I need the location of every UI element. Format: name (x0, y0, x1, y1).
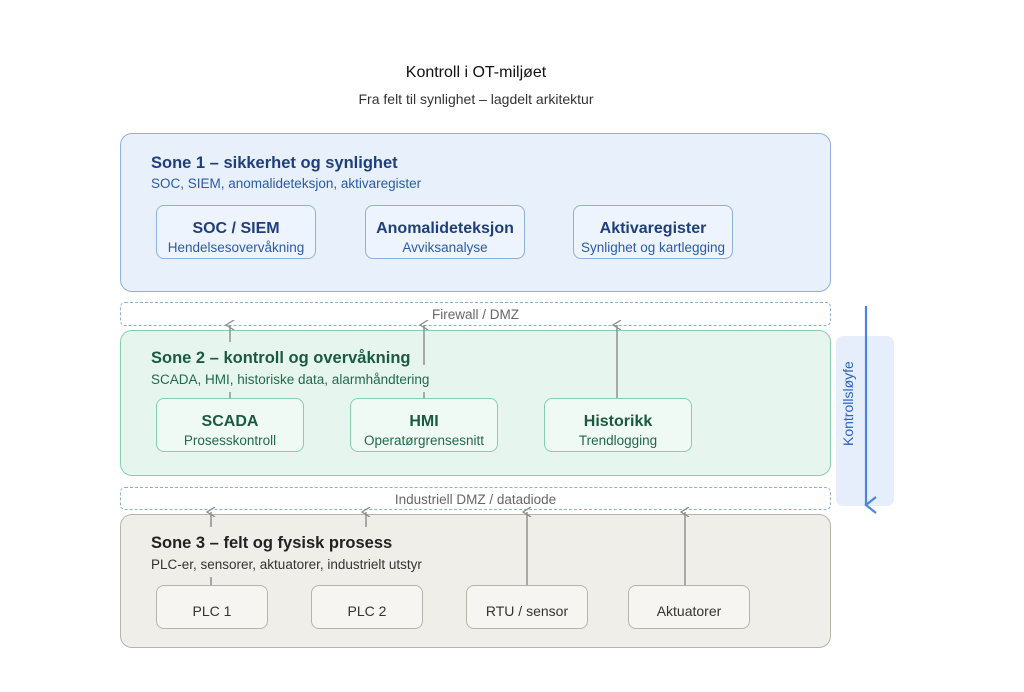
zone-2-title: Sone 2 – kontroll og overvåkning (151, 349, 411, 367)
firewall-dmz-label: Firewall / DMZ (432, 307, 519, 322)
zone-1-description: SOC, SIEM, anomalideteksjon, aktivaregis… (151, 176, 422, 191)
node-title: SCADA (201, 413, 259, 430)
node-title: Aktivaregister (599, 220, 707, 237)
node-subtitle: Avviksanalyse (402, 240, 488, 255)
node-subtitle: Hendelsesovervåkning (167, 240, 305, 255)
node-plc-1: PLC 1 (156, 585, 268, 629)
node-rtu-sensor: RTU / sensor (466, 585, 588, 629)
node-subtitle: Prosesskontroll (183, 433, 277, 448)
zone-2-description: SCADA, HMI, historiske data, alarmhåndte… (151, 372, 430, 387)
zone-3-description: PLC-er, sensorer, aktuatorer, industriel… (151, 557, 422, 572)
node-plc-2: PLC 2 (311, 585, 423, 629)
node-title: Historikk (583, 413, 653, 430)
node-soc-siem: SOC / SIEM Hendelsesovervåkning (156, 205, 316, 259)
page-subtitle: Fra felt til synlighet – lagdelt arkitek… (358, 91, 594, 107)
zone-1-title: Sone 1 – sikkerhet og synlighet (151, 154, 398, 172)
zone-3-title: Sone 3 – felt og fysisk prosess (151, 534, 393, 552)
node-historian: Historikk Trendlogging (544, 398, 692, 452)
node-subtitle: Synlighet og kartlegging (580, 240, 726, 255)
industrial-dmz-label: Industriell DMZ / datadiode (394, 492, 557, 507)
node-label: Aktuatorer (656, 603, 722, 619)
node-title: HMI (409, 413, 439, 430)
node-actuators: Aktuatorer (628, 585, 750, 629)
node-title: Anomalideteksjon (376, 220, 514, 237)
node-label: PLC 2 (347, 603, 387, 619)
industrial-dmz-boundary: Industriell DMZ / datadiode (120, 487, 831, 510)
node-label: RTU / sensor (485, 603, 569, 619)
node-subtitle: Trendlogging (578, 433, 658, 448)
node-label: PLC 1 (192, 603, 232, 619)
node-anomaly-detection: Anomalideteksjon Avviksanalyse (365, 205, 525, 259)
control-loop-label: Kontrollsløyfe (840, 361, 856, 446)
firewall-dmz-boundary: Firewall / DMZ (120, 302, 831, 326)
node-scada: SCADA Prosesskontroll (156, 398, 304, 452)
page-title: Kontroll i OT-miljøet (405, 64, 547, 81)
node-asset-register: Aktivaregister Synlighet og kartlegging (573, 205, 733, 259)
node-hmi: HMI Operatørgrensesnitt (350, 398, 498, 452)
node-title: SOC / SIEM (192, 220, 280, 237)
node-subtitle: Operatørgrensesnitt (363, 433, 485, 448)
